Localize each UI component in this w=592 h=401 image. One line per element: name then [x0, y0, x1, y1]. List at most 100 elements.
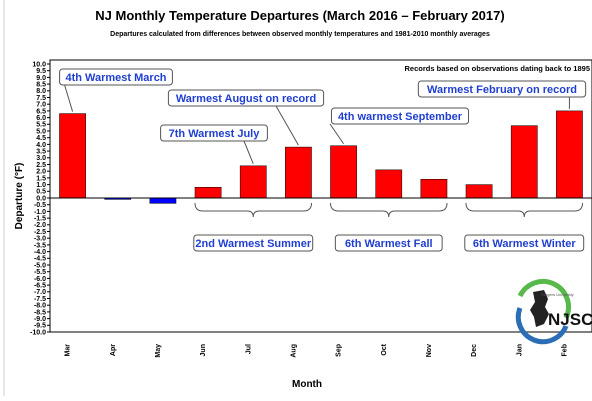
- season-label-2-box: [334, 234, 443, 252]
- x-tick-label-apr: Apr: [110, 344, 117, 356]
- callout-aug-text: Warmest August on record: [176, 93, 316, 105]
- x-tick-label-jul: Jul: [245, 344, 252, 354]
- x-tick-label-oct: Oct: [381, 343, 388, 355]
- y-tick-label: -3.5: [34, 242, 46, 249]
- y-tick-label: 6.0: [36, 115, 46, 122]
- bar-may: [149, 197, 177, 204]
- callout-leader-mar: [64, 84, 74, 112]
- y-tick-label: 9.5: [36, 68, 46, 75]
- callout-leader-aug: [275, 105, 299, 146]
- y-tick-label: 6.5: [36, 108, 46, 115]
- bars-group: [50, 110, 592, 204]
- callout-sep-text: 4th warmest September: [338, 111, 463, 123]
- x-tick-label-feb: Feb: [561, 344, 568, 356]
- y-tick-label: 2.0: [36, 169, 46, 176]
- callout-sep-box: [330, 107, 470, 125]
- season-braces: [194, 202, 584, 218]
- y-tick-label: 1.0: [36, 182, 46, 189]
- x-tick-label-sep: Sep: [336, 344, 343, 357]
- x-tick-label-jan: Jan: [516, 344, 523, 356]
- x-tick-label-aug: Aug: [290, 344, 297, 358]
- y-tick-label: -4.0: [34, 249, 46, 256]
- y-tick-label: 4.0: [36, 142, 46, 149]
- bar-sep: [330, 145, 357, 199]
- y-tick-label: -5.5: [34, 269, 46, 276]
- y-tick-label: -1.5: [34, 216, 46, 223]
- bar-jul: [239, 165, 267, 199]
- bar-mar: [59, 113, 86, 199]
- chart-title: NJ Monthly Temperature Departures (March…: [95, 8, 504, 23]
- season-label-1-box: [193, 234, 314, 252]
- y-tick-label: -8.5: [34, 309, 46, 316]
- y-tick-label: -1.0: [34, 209, 46, 216]
- y-tick-label: 9.0: [36, 75, 46, 82]
- njsc-logo: Rutgers University NJSC: [515, 279, 592, 345]
- callout-jul-box: [160, 124, 268, 142]
- y-tick-label: 8.5: [36, 82, 46, 89]
- y-tick-label: -3.0: [34, 236, 46, 243]
- season-label-3-text: 6th Warmest Winter: [473, 238, 577, 250]
- y-tick-label: 0.0: [36, 195, 46, 202]
- logo-text: NJSC: [548, 310, 592, 329]
- callouts-group: 2nd Warmest Summer 6th Warmest Fall 6th Wa…: [59, 68, 587, 252]
- callout-aug-box: [167, 89, 325, 107]
- logo-green-arc: [517, 279, 571, 320]
- x-tick-label-jun: Jun: [200, 344, 207, 356]
- y-axis-label: Departure (°F): [14, 163, 25, 230]
- callout-mar-box: [59, 68, 173, 86]
- y-tick-label: 5.0: [36, 128, 46, 135]
- callout-feb-box: [417, 80, 587, 98]
- callout-jul-text: 7th Warmest July: [169, 128, 261, 140]
- y-tick-label: -7.0: [34, 289, 46, 296]
- bar-dec: [465, 184, 493, 199]
- callout-leader-jul: [243, 140, 254, 165]
- y-tick-label: 3.0: [36, 155, 46, 162]
- y-tick-label: 1.5: [36, 175, 46, 182]
- y-tick-label: 7.5: [36, 95, 46, 102]
- logo-small-text: Rutgers University: [541, 292, 574, 297]
- y-tick-label: 2.5: [36, 162, 46, 169]
- x-tick-label-dec: Dec: [471, 344, 478, 357]
- bar-feb: [556, 110, 583, 199]
- y-tick-label: -8.0: [34, 303, 46, 310]
- y-axis-ticks: -10.0-9.5-9.0-8.5-8.0-7.5-7.0-6.5-6.0-5.…: [30, 61, 50, 336]
- season-label-2-text: 6th Warmest Fall: [345, 238, 433, 250]
- x-tick-label-mar: Mar: [65, 344, 72, 357]
- new-jersey-state-icon: [530, 290, 549, 327]
- season-brace-1: [194, 202, 313, 218]
- y-tick-label: -2.5: [34, 229, 46, 236]
- y-tick-label: -6.5: [34, 283, 46, 290]
- y-tick-label: -10.0: [30, 329, 46, 336]
- y-tick-label: -4.5: [34, 256, 46, 263]
- callout-leader-sep: [329, 123, 344, 145]
- bar-oct: [375, 169, 403, 199]
- season-label-1-text: 2nd Warmest Summer: [195, 238, 311, 250]
- y-tick-label: -2.0: [34, 222, 46, 229]
- y-tick-label: 5.5: [36, 122, 46, 129]
- y-tick-label: 10.0: [32, 61, 46, 68]
- y-tick-label: -5.0: [34, 262, 46, 269]
- y-tick-label: 8.0: [36, 88, 46, 95]
- callout-feb-text: Warmest February on record: [427, 84, 577, 96]
- y-tick-label: 0.5: [36, 189, 46, 196]
- y-tick-label: -9.0: [34, 316, 46, 323]
- bar-nov: [420, 178, 448, 199]
- callout-mar-text: 4th Warmest March: [65, 72, 166, 84]
- bar-jan: [510, 125, 538, 199]
- season-brace-3: [465, 202, 584, 218]
- logo-blue-arc: [515, 307, 569, 345]
- records-note: Records based on observations dating bac…: [405, 64, 590, 73]
- x-axis-label: Month: [292, 379, 322, 390]
- x-tick-label-may: May: [155, 344, 162, 358]
- chart-subtitle: Departures calculated from differences b…: [110, 31, 490, 38]
- bar-aug: [285, 146, 312, 199]
- y-tick-label: -7.5: [34, 296, 46, 303]
- season-brace-2: [329, 202, 448, 218]
- y-tick-label: 3.5: [36, 149, 46, 156]
- season-label-3-box: [464, 234, 585, 252]
- y-tick-label: 7.0: [36, 102, 46, 109]
- y-tick-label: -6.0: [34, 276, 46, 283]
